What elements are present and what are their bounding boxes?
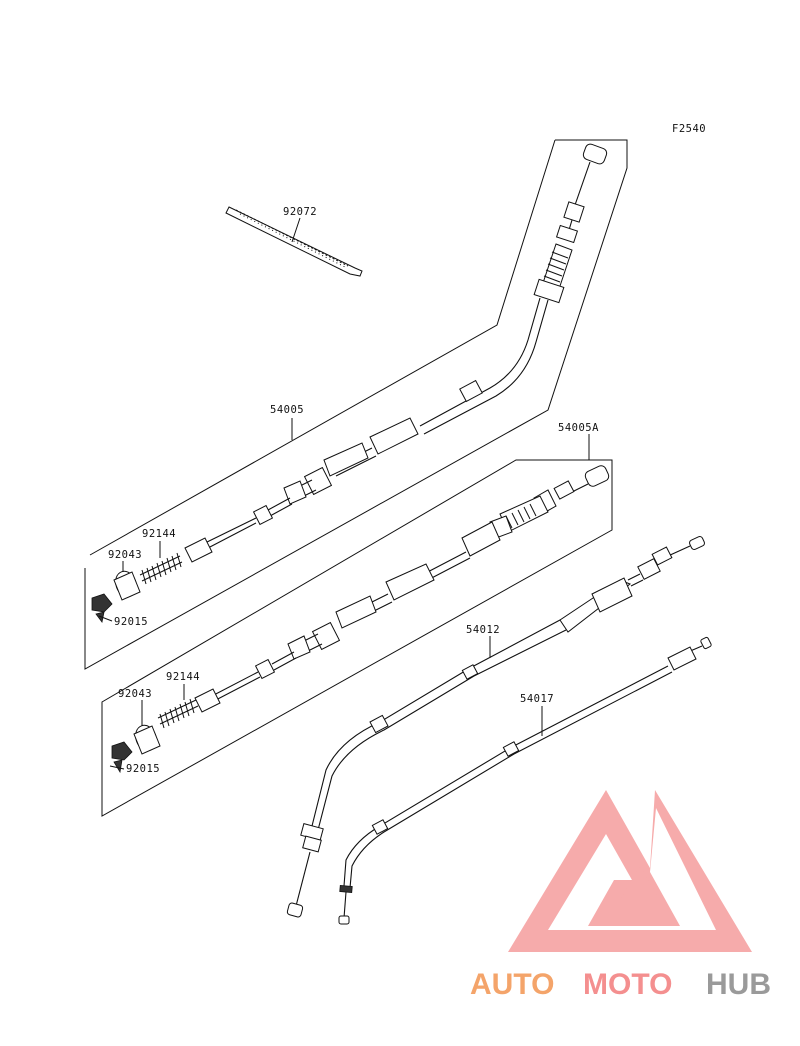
label-cable-right: 54012 (466, 624, 500, 636)
cable-top (204, 143, 608, 549)
label-tie-strap: 92072 (283, 206, 317, 218)
label-cable-middle: 54005A (558, 422, 599, 434)
box-cable-top (84, 139, 628, 670)
leader-tie-strap (291, 217, 301, 243)
label-spring-top: 92144 (142, 528, 176, 540)
label-cable-top: 54005 (270, 404, 304, 416)
collar-lower (133, 724, 161, 755)
cable-bottom (338, 636, 712, 925)
spring-lower (157, 688, 221, 729)
box-cable-middle (101, 459, 613, 817)
cable-middle (209, 465, 610, 703)
tie-strap (225, 206, 363, 277)
spring-top (139, 537, 213, 585)
watermark-logo (508, 790, 752, 952)
cable-right (286, 535, 705, 918)
watermark-text-moto: MOTO (583, 968, 672, 1001)
collar-top (113, 570, 141, 601)
figure-code: F2540 (672, 123, 706, 135)
nut-top (91, 593, 113, 623)
watermark-text-hub: HUB (706, 968, 771, 1001)
label-cable-bottom: 54017 (520, 693, 554, 705)
label-nut-lower: 92015 (126, 763, 160, 775)
label-spring-lower: 92144 (166, 671, 200, 683)
label-nut-top: 92015 (114, 616, 148, 628)
watermark-text-auto: AUTO (470, 968, 554, 1001)
label-collar-lower: 92043 (118, 688, 152, 700)
label-collar-top: 92043 (108, 549, 142, 561)
